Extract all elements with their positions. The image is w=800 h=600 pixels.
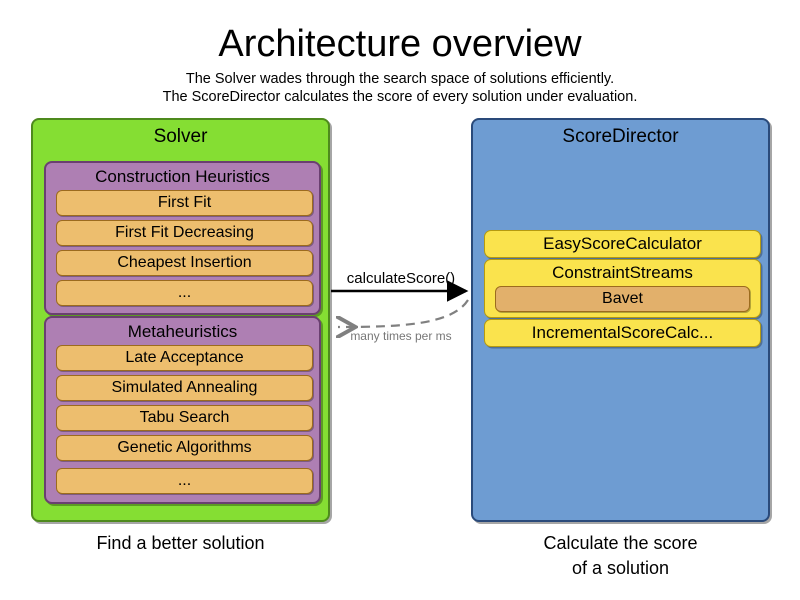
arrow-many-times-per-ms xyxy=(338,299,469,327)
header: Architecture overview The Solver wades t… xyxy=(0,22,800,106)
calculator-label-easy-score-calculator: EasyScoreCalculator xyxy=(543,234,702,253)
caption-scoredirector: Calculate the score of a solution xyxy=(471,531,770,581)
calculator-box-constraint-streams[interactable]: ConstraintStreams Bavet xyxy=(484,259,761,318)
calculator-label-constraint-streams: ConstraintStreams xyxy=(552,263,693,282)
algorithm-box-construction-more[interactable]: ... xyxy=(56,280,313,306)
solver-panel-title: Solver xyxy=(153,126,208,147)
scoredirector-panel[interactable]: ScoreDirector EasyScoreCalculator Constr… xyxy=(471,118,770,522)
metaheuristics-title: Metaheuristics xyxy=(127,322,238,341)
caption-solver: Find a better solution xyxy=(96,533,265,553)
page-title: Architecture overview xyxy=(218,23,582,65)
solver-panel[interactable]: Solver Construction Heuristics First Fit… xyxy=(31,118,330,522)
algorithm-box-cheapest-insertion[interactable]: Cheapest Insertion xyxy=(56,250,313,276)
arrow-label-many-times-per-ms: many times per ms xyxy=(350,329,452,343)
metaheuristics-group[interactable]: Metaheuristics Late Acceptance Simulated… xyxy=(44,316,321,504)
construction-heuristics-title: Construction Heuristics xyxy=(95,167,270,186)
algorithm-box-late-acceptance[interactable]: Late Acceptance xyxy=(56,345,313,371)
algorithm-box-first-fit-decreasing[interactable]: First Fit Decreasing xyxy=(56,220,313,246)
calculator-box-easy-score-calculator[interactable]: EasyScoreCalculator xyxy=(484,230,761,258)
algorithm-box-genetic-algorithms[interactable]: Genetic Algorithms xyxy=(56,435,313,461)
subtitle-line-1: The Solver wades through the search spac… xyxy=(185,71,615,87)
calculator-box-incremental-score-calculator[interactable]: IncrementalScoreCalc... xyxy=(484,319,761,347)
subtitle-line-2: The ScoreDirector calculates the score o… xyxy=(162,89,638,105)
arrow-label-calculate-score: calculateScore() xyxy=(346,270,456,287)
caption-scoredirector-line-2: of a solution xyxy=(571,558,670,578)
calculator-box-bavet[interactable]: Bavet xyxy=(495,286,750,312)
algorithm-box-simulated-annealing[interactable]: Simulated Annealing xyxy=(56,375,313,401)
algorithm-box-tabu-search[interactable]: Tabu Search xyxy=(56,405,313,431)
construction-heuristics-group[interactable]: Construction Heuristics First Fit First … xyxy=(44,161,321,315)
algorithm-box-metaheuristics-more[interactable]: ... xyxy=(56,468,313,494)
algorithm-box-first-fit[interactable]: First Fit xyxy=(56,190,313,216)
scoredirector-panel-title: ScoreDirector xyxy=(562,126,679,147)
subtitle-block: The Solver wades through the search spac… xyxy=(0,70,800,106)
caption-scoredirector-line-1: Calculate the score xyxy=(543,533,698,553)
calculator-label-incremental-score-calculator: IncrementalScoreCalc... xyxy=(531,323,714,342)
